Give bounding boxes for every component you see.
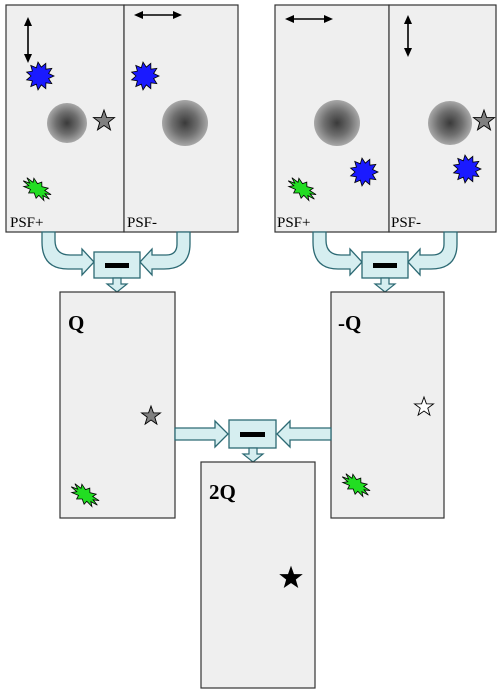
q-label: Q [68, 311, 84, 335]
star-icon [413, 395, 435, 417]
panel-q [59, 291, 176, 519]
star-icon [472, 108, 496, 131]
two-q-panel-group: 2Q [200, 461, 316, 689]
subtract-node-bottom [174, 419, 332, 463]
neg-q-label: -Q [338, 311, 361, 335]
vertical-double-arrow-icon [24, 17, 32, 63]
star-icon [279, 565, 303, 588]
star-icon [140, 404, 162, 426]
star-icon [92, 108, 116, 131]
down-arrow-out [105, 277, 129, 293]
top-right-panel-group: PSF+ PSF- [274, 4, 497, 233]
psf-minus-label: PSF- [391, 215, 421, 231]
blue-burst-icon [349, 157, 379, 187]
minus-bar [373, 263, 397, 268]
psf-minus-label: PSF- [127, 215, 157, 231]
green-burst-icon [22, 177, 52, 202]
gray-radial-blob-icon [314, 100, 360, 146]
psf-plus-label: PSF+ [277, 215, 311, 231]
gray-radial-blob-icon [428, 101, 472, 145]
q-panel-group: Q [59, 291, 176, 519]
curved-arrow-left-in [312, 231, 363, 277]
minus-bar [240, 432, 265, 437]
two-q-label: 2Q [209, 480, 236, 504]
straight-arrow-right-in [276, 419, 332, 449]
psf-plus-label: PSF+ [10, 215, 44, 231]
gray-radial-blob-icon [162, 100, 208, 146]
down-arrow-out [373, 277, 397, 293]
gray-radial-blob-icon [47, 103, 87, 143]
horizontal-double-arrow-icon [285, 15, 333, 23]
curved-arrow-right-in [407, 231, 458, 277]
curved-arrow-left-in [41, 231, 95, 277]
top-left-panel-group: PSF+ PSF- [5, 4, 239, 233]
minus-bar [105, 263, 129, 268]
green-burst-icon [287, 177, 317, 202]
blue-burst-icon [25, 61, 55, 91]
down-arrow-out [241, 447, 265, 463]
curved-arrow-right-in [139, 231, 191, 277]
straight-arrow-left-in [174, 419, 229, 449]
green-burst-icon [341, 473, 371, 498]
vertical-double-arrow-icon [404, 15, 412, 57]
neg-q-panel-group: -Q [330, 291, 445, 519]
blue-burst-icon [130, 61, 160, 91]
blue-burst-icon [452, 154, 482, 184]
subtract-node-right [312, 231, 458, 293]
horizontal-double-arrow-icon [134, 11, 182, 19]
subtract-node-left [41, 231, 191, 293]
green-burst-icon [70, 483, 100, 508]
